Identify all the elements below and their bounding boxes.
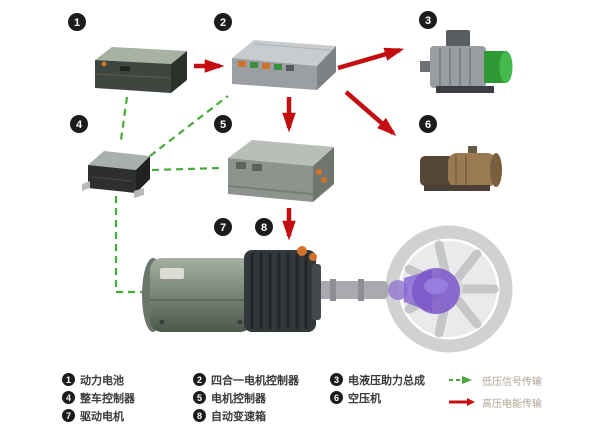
badge-5: 5: [214, 115, 232, 133]
legend-badge-6: 6: [330, 391, 343, 404]
legend: 1 动力电池 2 四合一电机控制器 3 电液压助力总成 4 整车控制器 5 电机…: [0, 362, 600, 436]
low-voltage-signal-lines: [114, 95, 229, 294]
legend-badge-3: 3: [330, 373, 343, 386]
hydraulic-assembly-illustration: [420, 30, 513, 93]
badge-6: 6: [419, 115, 437, 133]
badge-5-number: 5: [220, 119, 226, 131]
green-dashed-arrow-icon: [449, 376, 472, 384]
badge-8: 8: [255, 218, 273, 236]
legend-high-voltage: 高压电能传输: [448, 395, 542, 410]
legend-low-voltage-label: 低压信号传输: [482, 376, 542, 388]
badge-4-number: 4: [76, 119, 83, 131]
controller-box-illustration: [232, 40, 336, 90]
high-voltage-arrows: [194, 47, 405, 241]
signal-line-vcu-to-motor: [114, 196, 142, 294]
legend-badge-4: 4: [62, 391, 75, 404]
battery-pack-illustration: [94, 47, 187, 93]
legend-item-compressor: 6 空压机: [330, 390, 381, 405]
legend-item-hydraulic: 3 电液压助力总成: [330, 372, 425, 387]
badge-8-number: 8: [261, 222, 267, 234]
legend-high-voltage-label: 高压电能传输: [482, 398, 542, 410]
legend-label-motor: 驱动电机: [80, 410, 124, 423]
signal-line-vcu-to-mcu: [151, 166, 223, 172]
air-compressor-illustration: [420, 146, 502, 191]
legend-low-voltage: 低压信号传输: [448, 373, 542, 388]
legend-label-controller: 四合一电机控制器: [211, 374, 299, 387]
legend-label-vcu: 整车控制器: [80, 392, 135, 405]
legend-badge-1: 1: [62, 373, 75, 386]
drive-motor-illustration: [142, 258, 252, 332]
drive-shaft-illustration: [308, 268, 460, 314]
badge-7: 7: [214, 218, 232, 236]
legend-label-hydraulic: 电液压助力总成: [348, 374, 425, 387]
badge-3: 3: [419, 11, 437, 29]
transmission-illustration: [244, 246, 321, 332]
vehicle-controller-illustration: [82, 151, 150, 198]
badge-7-number: 7: [220, 222, 226, 234]
legend-label-battery: 动力电池: [80, 374, 124, 387]
motor-controller-illustration: [227, 140, 334, 202]
badge-4: 4: [70, 115, 88, 133]
legend-item-gearbox: 8 自动变速箱: [193, 408, 266, 423]
hv-arrow-controller-to-compressor: [344, 90, 397, 136]
legend-label-compressor: 空压机: [348, 392, 381, 405]
signal-line-vcu-to-controller: [149, 95, 229, 157]
signal-line-battery-to-vcu: [119, 96, 129, 141]
legend-badge-2: 2: [193, 373, 206, 386]
red-arrow-icon: [449, 398, 475, 406]
badge-1-number: 1: [74, 17, 80, 29]
diagram-badges: 1 2 3 4 5 6 7: [68, 11, 437, 236]
legend-item-battery: 1 动力电池: [62, 372, 124, 387]
legend-badge-5: 5: [193, 391, 206, 404]
badge-2-number: 2: [220, 17, 226, 29]
hv-arrow-controller-to-hydraulic: [337, 47, 405, 71]
badge-2: 2: [214, 13, 232, 31]
diagram-graphics: 1 2 3 4 5 6 7: [68, 11, 513, 353]
legend-item-controller: 2 四合一电机控制器: [193, 372, 299, 387]
legend-item-vcu: 4 整车控制器: [62, 390, 135, 405]
badge-6-number: 6: [425, 119, 431, 131]
badge-3-number: 3: [425, 15, 431, 27]
legend-label-mcu: 电机控制器: [211, 392, 266, 405]
legend-badge-7: 7: [62, 409, 75, 422]
legend-badge-8: 8: [193, 409, 206, 422]
legend-label-gearbox: 自动变速箱: [211, 410, 266, 423]
legend-item-mcu: 5 电机控制器: [193, 390, 266, 405]
legend-item-motor: 7 驱动电机: [62, 408, 124, 423]
badge-1: 1: [68, 13, 86, 31]
